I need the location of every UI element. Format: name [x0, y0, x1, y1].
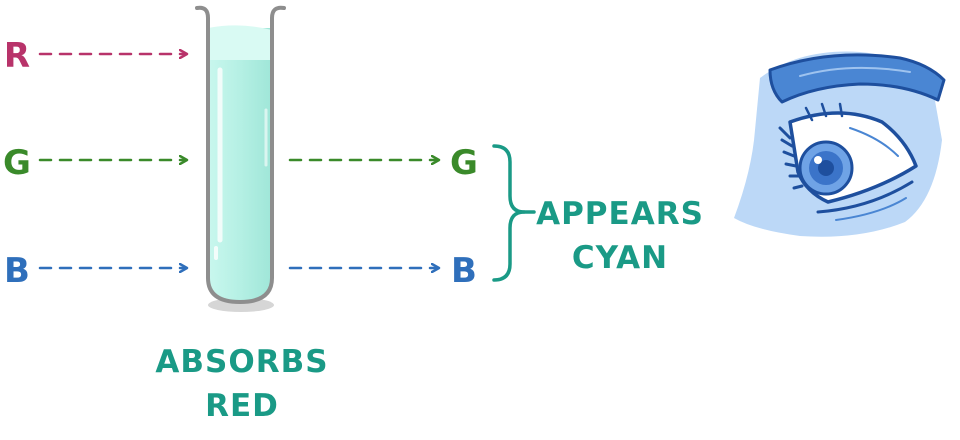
test-tube-icon	[195, 5, 286, 312]
input-green-label: G	[3, 143, 31, 183]
input-red-label: R	[4, 36, 30, 76]
output-green-label: G	[450, 143, 478, 183]
output-blue-label: B	[451, 251, 477, 291]
result-caption-line1: APPEARS	[536, 196, 704, 232]
tube-caption-line1: ABSORBS	[155, 344, 328, 380]
result-caption-line2: CYAN	[572, 240, 668, 276]
input-blue-label: B	[4, 251, 30, 291]
tube-caption-line2: RED	[205, 388, 279, 424]
eye-icon	[734, 51, 946, 237]
curly-brace	[492, 144, 526, 282]
